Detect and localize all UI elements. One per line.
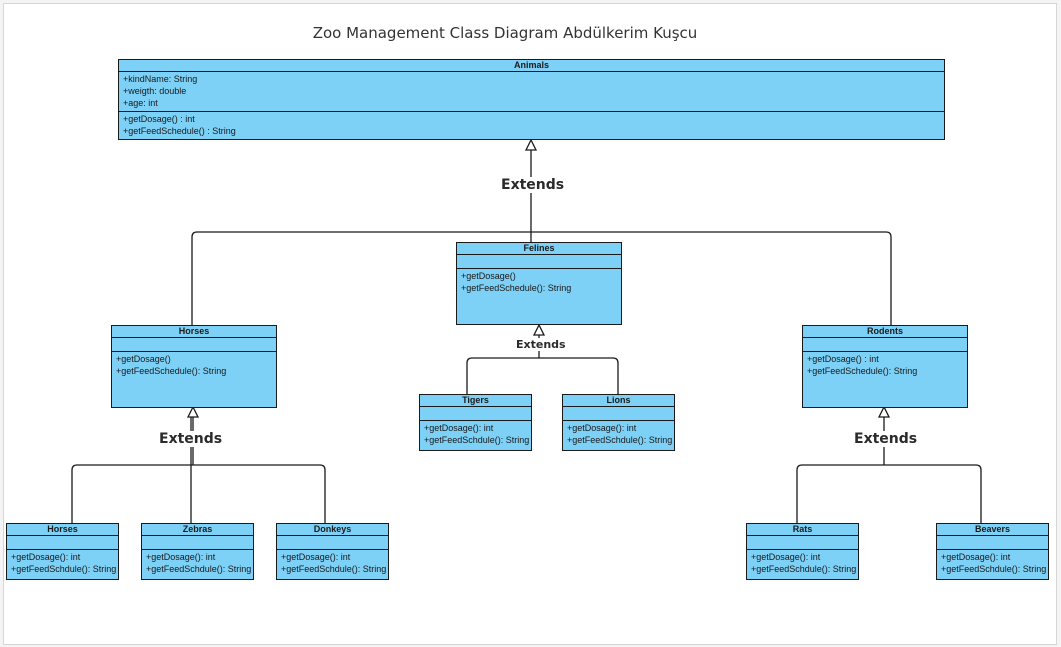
connector-rodents — [531, 231, 892, 325]
attribute: +age: int — [123, 98, 158, 108]
extends-label-animals: Extends — [501, 177, 565, 193]
methods-section: +getDosage(): int +getFeedSchdule(): Str… — [747, 550, 858, 576]
method: +getDosage(): int — [11, 552, 81, 562]
attributes-section — [937, 536, 1048, 550]
method: +getFeedSchedule() : String — [123, 126, 236, 136]
class-felines[interactable]: Felines +getDosage() +getFeedSchedule():… — [456, 242, 622, 325]
method: +getFeedSchdule(): String — [751, 564, 857, 574]
attribute: +weigth: double — [123, 86, 187, 96]
extends-label-rodents: Extends — [854, 431, 918, 447]
method: +getDosage(): int — [146, 552, 216, 562]
attributes-section — [277, 536, 388, 550]
method: +getDosage(): int — [567, 423, 637, 433]
diagram-title: Zoo Management Class Diagram Abdülkerim … — [312, 24, 698, 42]
class-name: Donkeys — [277, 524, 388, 536]
method: +getDosage(): int — [751, 552, 821, 562]
method: +getFeedSchedule(): String — [116, 366, 227, 376]
methods-section: +getDosage(): int +getFeedSchdule(): Str… — [563, 421, 674, 447]
connector-lions — [539, 357, 619, 394]
methods-section: +getDosage() +getFeedSchedule(): String — [457, 269, 621, 295]
class-donkeys[interactable]: Donkeys +getDosage(): int +getFeedSchdul… — [276, 523, 389, 580]
attributes-section — [563, 407, 674, 421]
attributes-section — [457, 255, 621, 269]
method: +getFeedSchedule(): String — [461, 283, 572, 293]
method: +getDosage() : int — [807, 354, 879, 364]
class-rats[interactable]: Rats +getDosage(): int +getFeedSchdule()… — [746, 523, 859, 580]
class-animals[interactable]: Animals +kindName: String +weigth: doubl… — [118, 59, 945, 140]
class-name: Zebras — [142, 524, 253, 536]
method: +getDosage() — [461, 271, 516, 281]
connector-donkeys — [193, 464, 326, 523]
class-name: Horses — [7, 524, 118, 536]
class-lions[interactable]: Lions +getDosage(): int +getFeedSchdule(… — [562, 394, 675, 451]
class-horses-child[interactable]: Horses +getDosage(): int +getFeedSchdule… — [6, 523, 119, 580]
class-name: Rodents — [803, 326, 967, 338]
inheritance-arrow-horses — [186, 405, 200, 418]
methods-section: +getDosage(): int +getFeedSchdule(): Str… — [420, 421, 531, 447]
method: +getFeedSchdule(): String — [941, 564, 1047, 574]
extends-label-horses: Extends — [159, 431, 223, 447]
methods-section: +getDosage(): int +getFeedSchdule(): Str… — [7, 550, 118, 576]
methods-section: +getDosage() +getFeedSchedule(): String — [112, 352, 276, 378]
class-rodents[interactable]: Rodents +getDosage() : int +getFeedSched… — [802, 325, 968, 408]
class-name: Beavers — [937, 524, 1048, 536]
attributes-section — [747, 536, 858, 550]
attributes-section — [142, 536, 253, 550]
attribute: +kindName: String — [123, 74, 198, 84]
class-horses-parent[interactable]: Horses +getDosage() +getFeedSchedule(): … — [111, 325, 277, 408]
extends-label-felines: Extends — [516, 338, 566, 351]
connector-horse-child — [71, 464, 193, 523]
class-name: Tigers — [420, 395, 531, 407]
attributes-section — [112, 338, 276, 352]
class-beavers[interactable]: Beavers +getDosage(): int +getFeedSchdul… — [936, 523, 1049, 580]
inheritance-arrow-felines — [532, 323, 546, 336]
inheritance-arrow-animals — [524, 138, 538, 151]
class-name: Animals — [119, 60, 944, 72]
class-tigers[interactable]: Tigers +getDosage(): int +getFeedSchdule… — [419, 394, 532, 451]
method: +getFeedSchdule(): String — [424, 435, 530, 445]
connector-horses — [191, 231, 531, 325]
connector-beavers — [884, 464, 982, 523]
inheritance-arrow-rodents — [877, 405, 891, 418]
method: +getFeedSchdule(): String — [567, 435, 673, 445]
methods-section: +getDosage() : int +getFeedSchedule(): S… — [803, 352, 967, 378]
method: +getDosage(): int — [281, 552, 351, 562]
class-name: Felines — [457, 243, 621, 255]
class-zebras[interactable]: Zebras +getDosage(): int +getFeedSchdule… — [141, 523, 254, 580]
attributes-section: +kindName: String +weigth: double +age: … — [119, 72, 944, 112]
class-name: Lions — [563, 395, 674, 407]
attributes-section — [803, 338, 967, 352]
method: +getFeedSchedule(): String — [807, 366, 918, 376]
method: +getDosage(): int — [941, 552, 1011, 562]
method: +getFeedSchdule(): String — [11, 564, 117, 574]
attributes-section — [420, 407, 531, 421]
methods-section: +getDosage(): int +getFeedSchdule(): Str… — [277, 550, 388, 576]
methods-section: +getDosage(): int +getFeedSchdule(): Str… — [142, 550, 253, 576]
methods-section: +getDosage(): int +getFeedSchdule(): Str… — [937, 550, 1048, 576]
method: +getFeedSchdule(): String — [146, 564, 252, 574]
attributes-section — [7, 536, 118, 550]
class-name: Rats — [747, 524, 858, 536]
method: +getDosage() — [116, 354, 171, 364]
method: +getFeedSchdule(): String — [281, 564, 387, 574]
method: +getDosage(): int — [424, 423, 494, 433]
connector-rats — [796, 464, 884, 523]
method: +getDosage() : int — [123, 114, 195, 124]
class-name: Horses — [112, 326, 276, 338]
methods-section: +getDosage() : int +getFeedSchedule() : … — [119, 112, 944, 138]
connector-tigers — [466, 357, 539, 394]
